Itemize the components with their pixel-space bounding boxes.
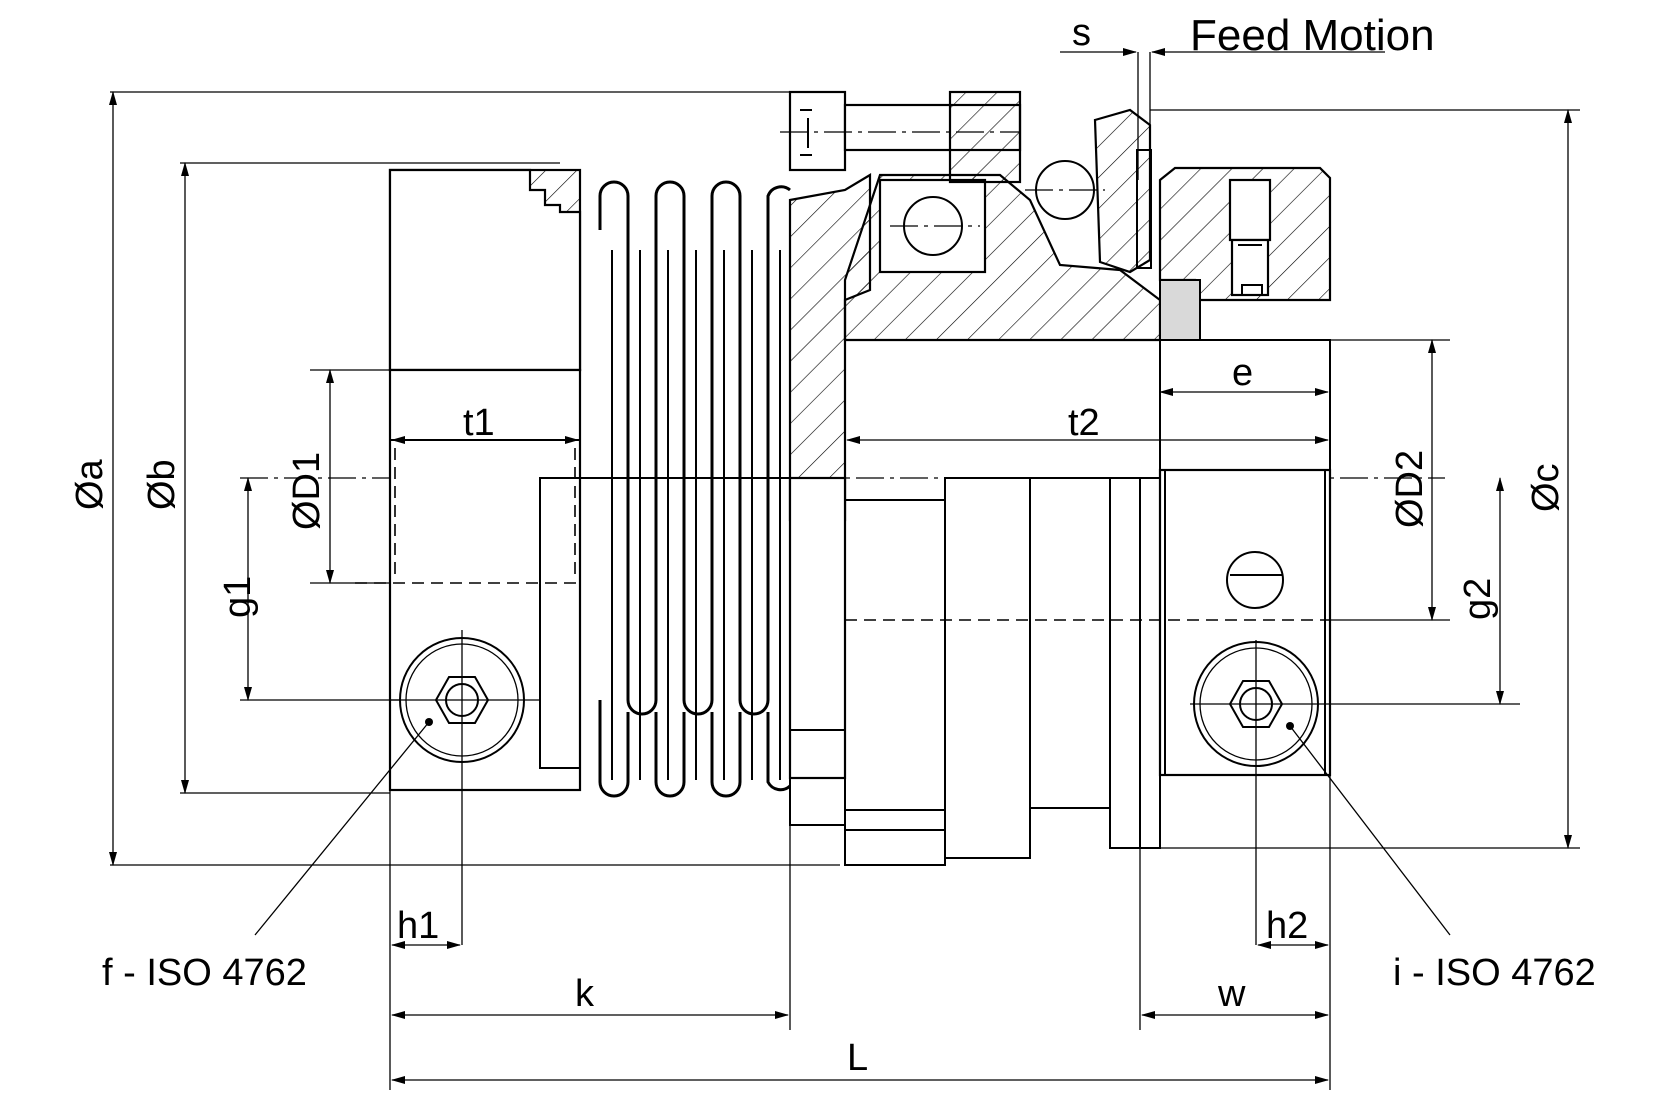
dim-ob-label: Øb bbox=[141, 459, 183, 510]
dim-t1-label: t1 bbox=[463, 402, 495, 444]
adjusting-screw bbox=[788, 90, 847, 172]
dim-e-label: e bbox=[1232, 352, 1253, 394]
dim-L-label: L bbox=[847, 1037, 868, 1079]
dim-t2-label: t2 bbox=[1068, 402, 1100, 444]
feed-motion-title: Feed Motion bbox=[1190, 11, 1435, 60]
dim-g2-label: g2 bbox=[1457, 578, 1499, 620]
callout-f-screw: f - ISO 4762 bbox=[102, 952, 307, 994]
dim-g1-label: g1 bbox=[217, 576, 259, 618]
left-clamp-hub bbox=[355, 168, 582, 945]
dim-w-label: w bbox=[1217, 973, 1246, 1015]
metal-bellows bbox=[580, 180, 792, 798]
dim-oa-label: Øa bbox=[69, 458, 111, 510]
dim-k-label: k bbox=[575, 973, 595, 1015]
dim-od2-label: ØD2 bbox=[1389, 450, 1431, 528]
dim-oc-label: Øc bbox=[1525, 463, 1567, 512]
dim-s-label: s bbox=[1072, 12, 1091, 54]
dimension-lines bbox=[109, 48, 1580, 1090]
bearing-housing bbox=[780, 90, 1162, 342]
dim-h2-label: h2 bbox=[1266, 905, 1308, 947]
callout-i-screw: i - ISO 4762 bbox=[1393, 952, 1596, 994]
right-clamp-hub bbox=[845, 166, 1332, 945]
dim-od1-label: ØD1 bbox=[286, 452, 328, 530]
dim-h1-label: h1 bbox=[397, 905, 439, 947]
